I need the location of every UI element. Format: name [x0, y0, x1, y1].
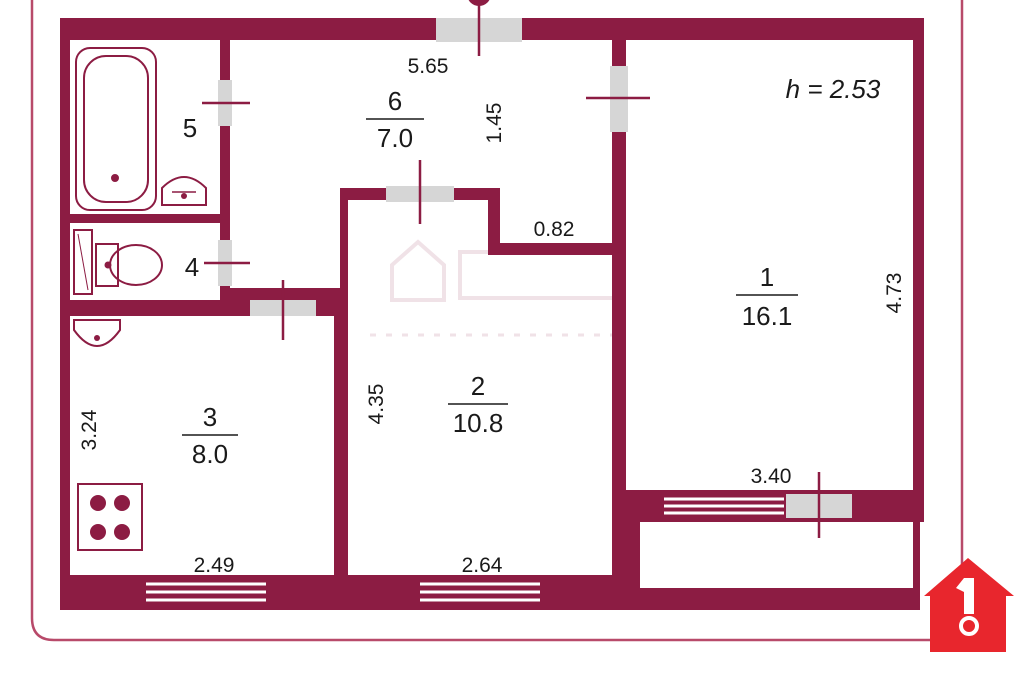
room-2-number: 2	[471, 371, 485, 401]
room-1-number: 1	[760, 262, 774, 292]
dim-room2-width: 2.64	[462, 554, 503, 577]
doors	[218, 18, 852, 518]
dim-room2-height: 4.35	[365, 384, 388, 425]
toilet-icon	[73, 229, 163, 295]
room-6-label: 6 7.0	[366, 86, 424, 153]
dim-room1-height: 4.73	[883, 273, 906, 314]
room-6-number: 6	[388, 86, 402, 116]
dim-corridor-step: 0.82	[534, 218, 575, 241]
watermark-logo	[370, 239, 622, 337]
room-1-label: 1 16.1	[736, 262, 798, 331]
dim-room3-width: 2.49	[194, 554, 235, 577]
room-3-number: 3	[203, 402, 217, 432]
room-3-area: 8.0	[192, 439, 228, 469]
ceiling-height: h = 2.53	[786, 74, 881, 104]
stove-icon	[77, 483, 143, 551]
dim-room3-height: 3.24	[78, 409, 101, 450]
door-ticks	[202, 0, 821, 538]
dim-top-hall: 5.65	[408, 55, 449, 78]
dim-hall-height: 1.45	[483, 103, 506, 144]
room-6-area: 7.0	[377, 123, 413, 153]
windows	[146, 497, 784, 602]
dim-room1-width: 3.40	[751, 465, 792, 488]
room-4-number: 4	[185, 252, 199, 282]
room-5-number: 5	[183, 113, 197, 143]
kitchen-sink-icon	[73, 319, 121, 347]
room-1-area: 16.1	[742, 301, 793, 331]
window-room-1	[664, 497, 784, 515]
house-key-logo-icon	[924, 558, 1014, 652]
window-room-2	[420, 582, 540, 602]
entrance-marker	[468, 0, 490, 6]
bathtub-icon	[75, 47, 157, 211]
sink-icon	[161, 176, 207, 206]
window-room-3	[146, 582, 266, 602]
room-2-label: 2 10.8	[448, 371, 508, 438]
room-2-area: 10.8	[453, 408, 504, 438]
room-3-label: 3 8.0	[182, 402, 238, 469]
